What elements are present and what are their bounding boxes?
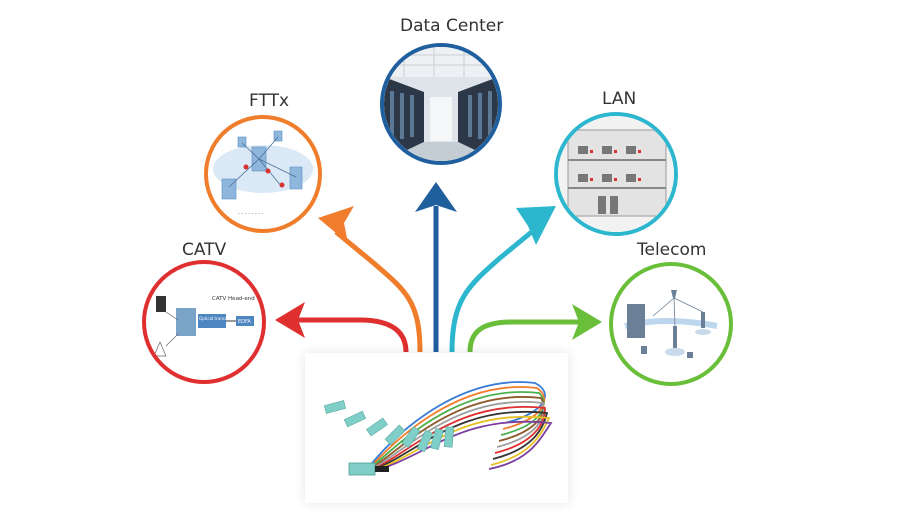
catv-transmitter-text: Optical transmitter <box>199 316 237 321</box>
fiber-cable-image <box>305 353 568 503</box>
lan-building-image <box>558 116 674 232</box>
data-center-circle <box>380 43 502 165</box>
catv-label: CATV <box>182 240 227 260</box>
fttx-circle: - - - - - - - - <box>204 115 322 233</box>
catv-headend-image: CATV Head-end Optical transmitter EDFA <box>153 296 255 357</box>
catv-arrow <box>275 302 409 353</box>
lan-circle <box>554 112 678 236</box>
lan-arrow <box>449 206 556 353</box>
telecom-label: Telecom <box>637 240 707 260</box>
telecom-network-image <box>624 290 718 358</box>
fttx-network-image: - - - - - - - - <box>213 130 313 217</box>
catv-edfa-text: EDFA <box>238 319 251 325</box>
catv-headend-text: CATV Head-end <box>212 296 255 302</box>
data-center-arrow <box>415 182 457 352</box>
fiber-fanout-illustration <box>305 353 568 503</box>
data-center-label: Data Center <box>400 16 504 36</box>
svg-text:- - - - - - - -: - - - - - - - - <box>238 211 264 217</box>
server-room-image <box>384 47 498 161</box>
fttx-arrow <box>318 206 423 353</box>
telecom-circle <box>609 262 733 386</box>
fttx-label: FTTx <box>249 91 290 111</box>
telecom-arrow <box>467 304 602 353</box>
catv-circle: CATV Head-end Optical transmitter EDFA <box>142 260 266 384</box>
lan-label: LAN <box>602 89 637 109</box>
